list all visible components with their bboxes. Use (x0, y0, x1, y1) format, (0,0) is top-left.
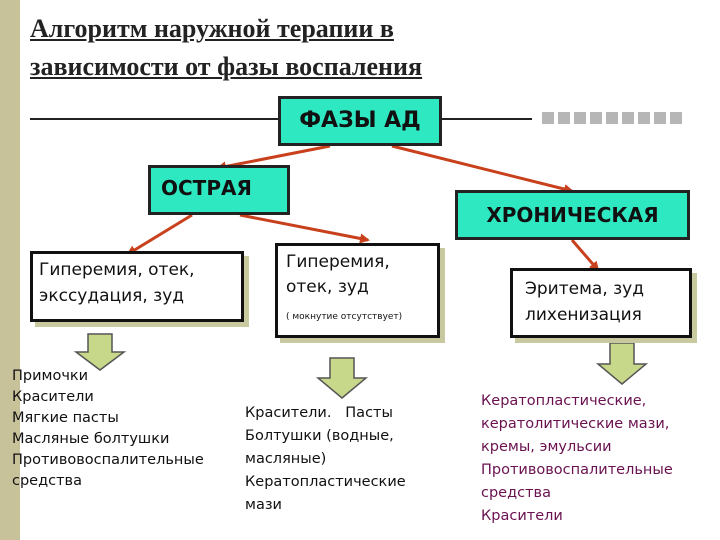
symptoms-left-line-2: экссудация, зуд (39, 286, 185, 306)
block-arrow-right (595, 342, 649, 385)
treatment-list-right: Кератопластические, кератолитические маз… (481, 390, 673, 528)
treatment-left-item: Мягкие пасты (12, 410, 119, 426)
title-line-1: Алгоритм наружной терапии в (30, 14, 394, 43)
treatment-middle-item: Болтушки (водные, (245, 428, 394, 444)
phase-chronic-label: ХРОНИЧЕСКАЯ (486, 203, 659, 227)
treatment-right-item: кремы, эмульсии (481, 439, 612, 455)
divider-right (442, 118, 532, 120)
root-node-phases: ФАЗЫ АД (278, 96, 442, 146)
arrow-acute-to-left (126, 213, 193, 256)
symptoms-box-middle: Гиперемия, отек, зуд ( мокнутие отсутств… (275, 243, 440, 338)
arrow-root-to-chronic (391, 144, 574, 194)
decor-square (654, 112, 666, 124)
decor-square (558, 112, 570, 124)
arrow-chronic-to-right (570, 239, 600, 272)
title-line-2: зависимости от фазы воспаления (30, 52, 423, 81)
block-arrow-left (73, 333, 127, 371)
decor-square (574, 112, 586, 124)
treatment-left-item: Красители (12, 389, 94, 405)
phase-chronic: ХРОНИЧЕСКАЯ (455, 190, 690, 240)
root-label: ФАЗЫ АД (299, 108, 421, 133)
sidebar-decoration (0, 0, 20, 540)
page-title: Алгоритм наружной терапии в зависимости … (30, 10, 590, 86)
treatment-left-item: Масляные болтушки (12, 431, 170, 447)
treatment-left-item: Примочки (12, 368, 89, 384)
decor-square (606, 112, 618, 124)
decor-square (670, 112, 682, 124)
decor-square (622, 112, 634, 124)
treatment-middle-item: масляные) (245, 451, 327, 467)
symptoms-middle-line-1: Гиперемия, (286, 252, 390, 272)
treatment-list-left: Примочки Красители Мягкие пасты Масляные… (12, 366, 204, 492)
treatment-middle-item: Красители. Пасты (245, 405, 393, 421)
arrow-acute-to-middle (239, 213, 370, 244)
treatment-list-middle: Красители. Пасты Болтушки (водные, масля… (245, 402, 406, 517)
block-arrow-middle (315, 357, 369, 399)
treatment-right-item: кератолитические мази, (481, 416, 670, 432)
phase-acute-label: ОСТРАЯ (161, 176, 252, 200)
treatment-right-item: Противовоспалительные (481, 462, 673, 478)
treatment-left-item: средства (12, 473, 82, 489)
decor-square (542, 112, 554, 124)
treatment-left-item: Противовоспалительные (12, 452, 204, 468)
treatment-middle-item: Кератопластические (245, 474, 406, 490)
treatment-right-item: Красители (481, 508, 563, 524)
symptoms-box-left: Гиперемия, отек, экссудация, зуд (30, 251, 244, 322)
arrow-root-to-acute (216, 144, 331, 172)
decor-square (590, 112, 602, 124)
symptoms-middle-note: ( мокнутие отсутствует) (286, 312, 403, 322)
decor-square (638, 112, 650, 124)
treatment-right-item: средства (481, 485, 551, 501)
symptoms-middle-line-2: отек, зуд (286, 277, 369, 297)
treatment-middle-item: мази (245, 497, 282, 513)
symptoms-right-line-1: Эритема, зуд (525, 279, 644, 299)
treatment-right-item: Кератопластические, (481, 393, 647, 409)
divider-left (30, 118, 278, 120)
phase-acute: ОСТРАЯ (148, 165, 290, 215)
symptoms-left-line-1: Гиперемия, отек, (39, 260, 195, 280)
symptoms-right-line-2: лихенизация (525, 305, 642, 325)
symptoms-box-right: Эритема, зуд лихенизация (510, 268, 692, 338)
